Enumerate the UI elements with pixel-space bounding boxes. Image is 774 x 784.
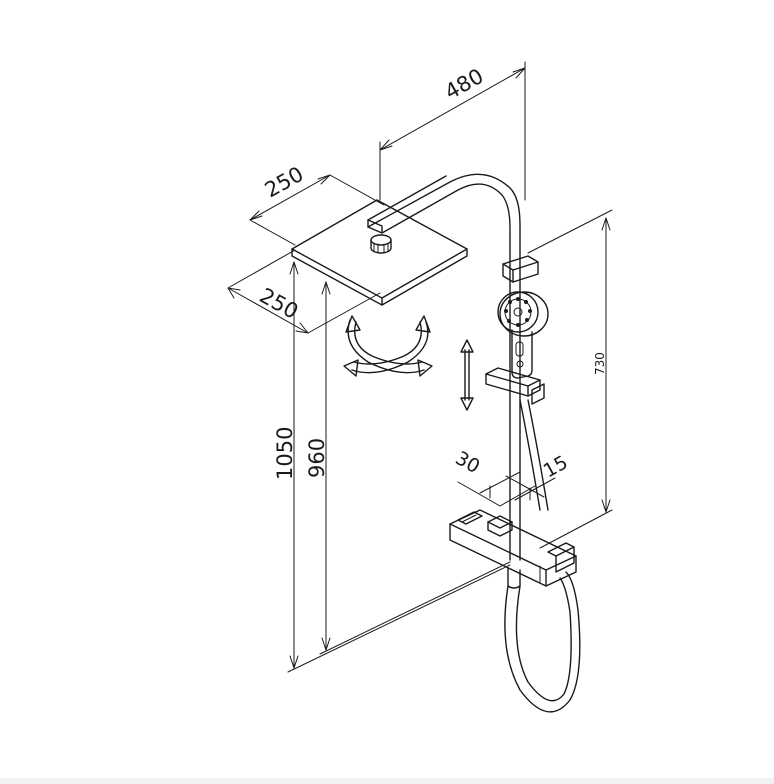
- dim-label-1050: 1050: [273, 427, 297, 480]
- dimension-250-top: 250: [249, 162, 385, 246]
- dim-label-480: 480: [441, 64, 488, 104]
- rotation-arrows-icon: [343, 315, 433, 377]
- shower-hose: [504, 399, 581, 713]
- slider-holder: [485, 367, 545, 405]
- dim-label-730: 730: [593, 352, 607, 375]
- dim-label-250-top: 250: [261, 162, 308, 202]
- dimension-30-15: 30 15: [452, 447, 572, 507]
- height-adjust-arrow-icon: [460, 339, 474, 411]
- shower-arm: [367, 173, 521, 561]
- dim-label-15: 15: [540, 451, 572, 482]
- dimension-1050-960: 1050 960: [273, 261, 511, 673]
- dimension-730: 730: [527, 209, 613, 549]
- shower-head-plate: [291, 199, 468, 306]
- rail-bracket-top: [502, 255, 539, 283]
- hand-shower: [497, 291, 549, 379]
- dim-label-30: 30: [452, 447, 484, 478]
- dimension-480: 480: [379, 61, 526, 201]
- dim-label-960: 960: [305, 438, 329, 478]
- dim-label-250-left: 250: [256, 283, 303, 323]
- thermostatic-mixer: [449, 509, 577, 589]
